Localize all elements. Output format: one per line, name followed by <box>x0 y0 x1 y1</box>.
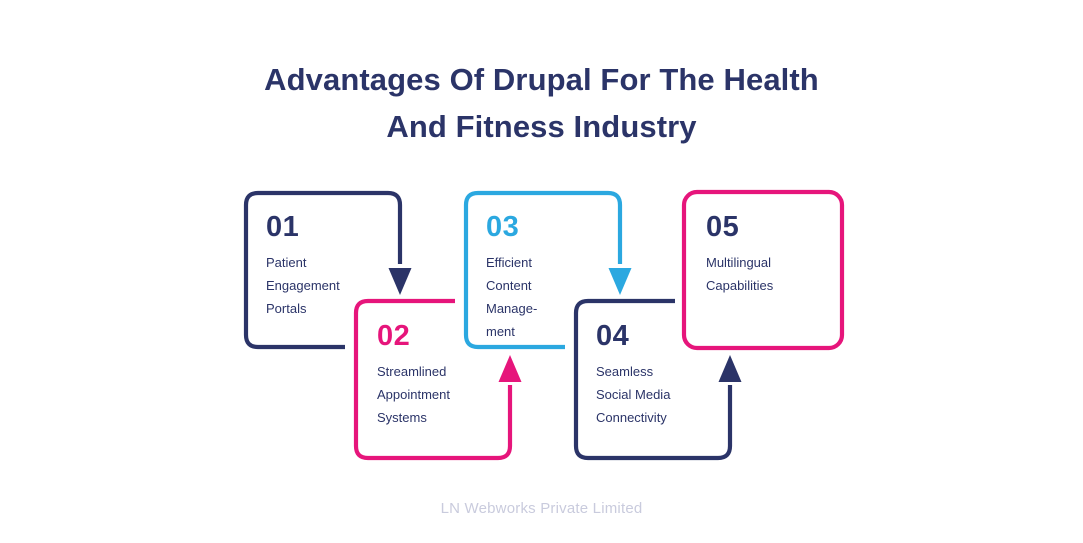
card-04-number: 04 <box>596 320 630 352</box>
card-02-description: Streamlined Appointment Systems <box>377 360 450 429</box>
card-05-line-1: Multilingual <box>706 255 772 270</box>
card-01-line-2: Engagement <box>266 278 340 293</box>
card-03-line-1: Efficient <box>486 255 533 270</box>
card-02-line-1: Streamlined <box>377 364 447 379</box>
arrow-04-to-05-up-icon <box>718 355 742 382</box>
page-title-line-1: Advantages Of Drupal For The Health <box>264 62 819 97</box>
card-05-description: Multilingual Capabilities <box>706 251 773 297</box>
card-03-line-3: Manage- <box>486 301 538 316</box>
card-02-line-3: Systems <box>377 410 427 425</box>
card-05-line-2: Capabilities <box>706 278 774 293</box>
card-02[interactable]: 02 Streamlined Appointment Systems <box>377 321 450 429</box>
arrow-01-to-02-down-icon <box>388 268 412 295</box>
footer-attribution: LN Webworks Private Limited <box>440 500 643 517</box>
card-03-number: 03 <box>486 211 520 243</box>
card-05[interactable]: 05 Multilingual Capabilities <box>706 212 773 297</box>
card-01-number: 01 <box>266 211 300 243</box>
card-03-line-2: Content <box>486 278 532 293</box>
card-05-number: 05 <box>706 211 740 243</box>
card-04-line-2: Social Media <box>596 387 671 402</box>
page-title-line-2: And Fitness Industry <box>386 109 697 144</box>
card-01-line-3: Portals <box>266 301 307 316</box>
card-04-description: Seamless Social Media Connectivity <box>596 360 670 429</box>
card-03[interactable]: 03 Efficient Content Manage- ment <box>486 212 537 343</box>
card-01-line-1: Patient <box>266 255 307 270</box>
card-02-number: 02 <box>377 320 411 352</box>
card-04[interactable]: 04 Seamless Social Media Connectivity <box>596 321 670 429</box>
card-04-line-1: Seamless <box>596 364 654 379</box>
card-02-line-2: Appointment <box>377 387 450 402</box>
card-03-line-4: ment <box>486 324 515 339</box>
arrow-02-to-03-up-icon <box>498 355 522 382</box>
arrow-03-to-04-down-icon <box>608 268 632 295</box>
card-01-description: Patient Engagement Portals <box>266 251 340 320</box>
card-01[interactable]: 01 Patient Engagement Portals <box>266 212 340 320</box>
card-04-line-3: Connectivity <box>596 410 667 425</box>
page-title: Advantages Of Drupal For The Health And … <box>0 56 1083 150</box>
card-03-description: Efficient Content Manage- ment <box>486 251 537 343</box>
